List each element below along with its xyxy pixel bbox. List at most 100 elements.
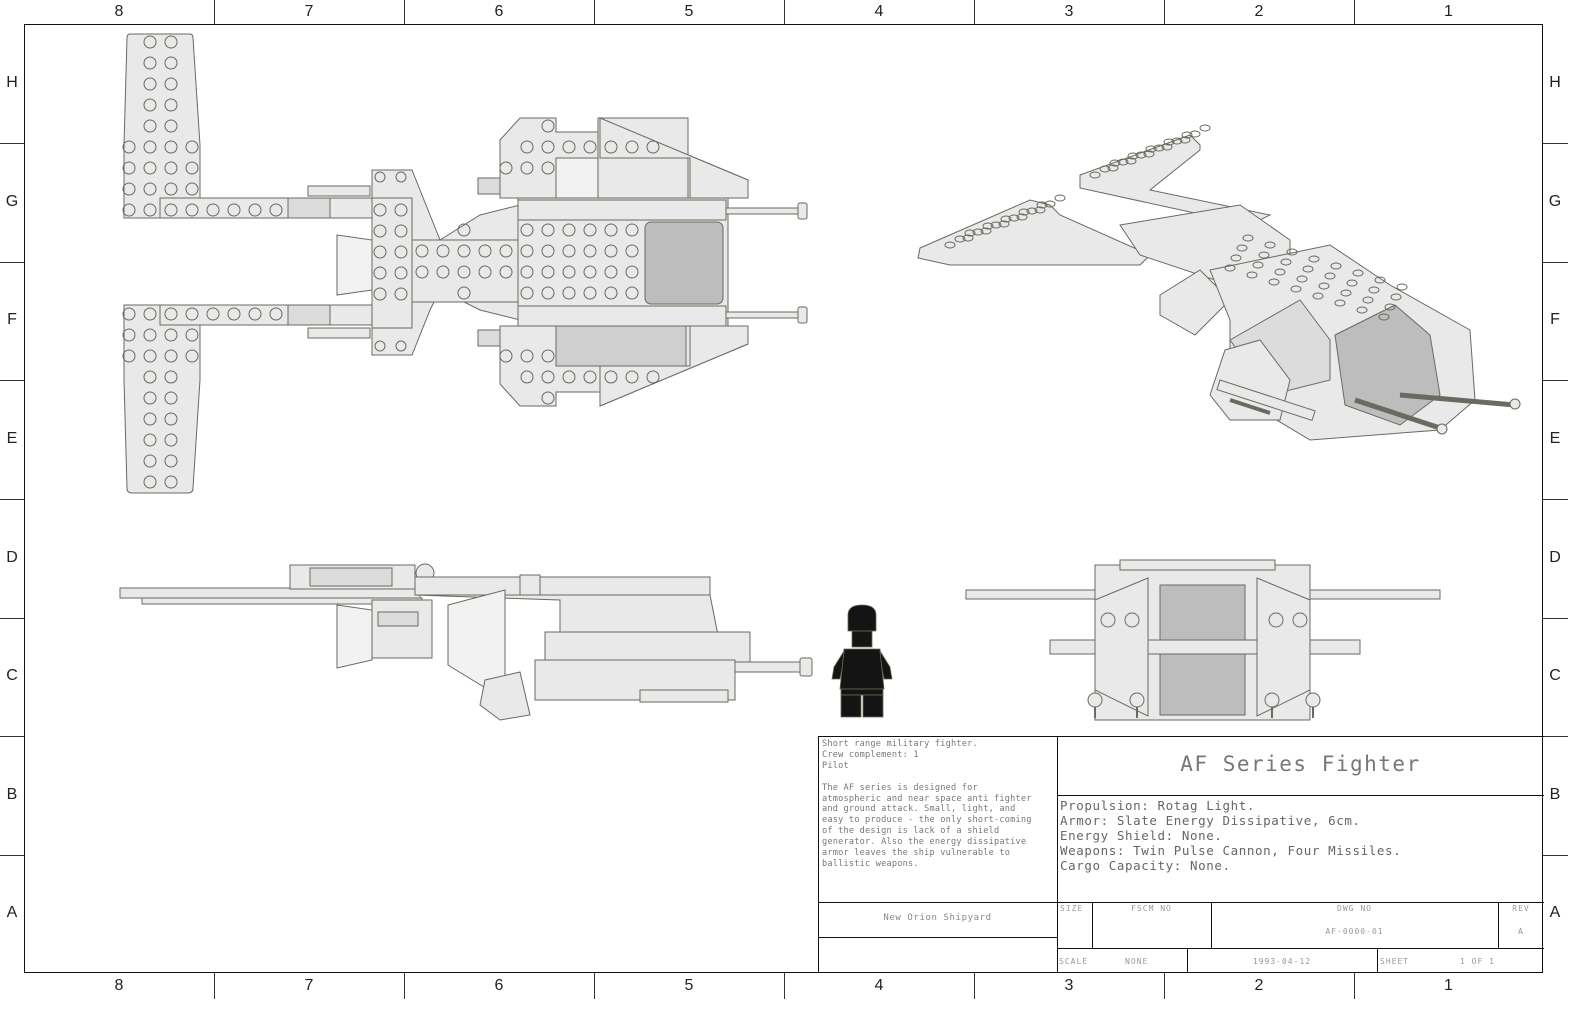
stud — [1296, 275, 1308, 283]
stud — [395, 171, 407, 183]
stud — [1274, 268, 1286, 276]
stud — [436, 265, 450, 279]
zone-tick — [784, 0, 785, 24]
stud — [604, 265, 618, 279]
stud — [1224, 264, 1236, 272]
stud — [164, 475, 178, 489]
stud — [164, 161, 178, 175]
stud — [520, 370, 534, 384]
stud — [1163, 138, 1175, 146]
stud — [541, 161, 555, 175]
stud — [143, 161, 157, 175]
stud — [583, 244, 597, 258]
zone-row-label: E — [6, 429, 18, 447]
spec-energy-shield: Energy Shield: None. — [1060, 828, 1223, 843]
zone-row-label: B — [1549, 785, 1561, 803]
stud — [562, 244, 576, 258]
stud — [604, 140, 618, 154]
stud — [143, 203, 157, 217]
zone-tick — [0, 143, 24, 144]
stud — [122, 203, 136, 217]
zone-row-label: D — [1549, 548, 1561, 566]
stud — [457, 223, 471, 237]
stud — [143, 349, 157, 363]
iso-cannon-1 — [1399, 392, 1516, 408]
iso-missile-pod — [1159, 269, 1231, 336]
stud — [1340, 289, 1352, 297]
stud — [1290, 285, 1302, 293]
zone-column-label: 1 — [1444, 977, 1453, 994]
stud — [1252, 261, 1264, 269]
stud — [625, 223, 639, 237]
stud — [1161, 143, 1173, 151]
scale-value: NONE — [1125, 957, 1149, 966]
stud — [395, 340, 407, 352]
stud — [185, 203, 199, 217]
stud — [1127, 152, 1139, 160]
rev-label: REV — [1512, 904, 1530, 913]
zone-tick — [1543, 618, 1568, 619]
stud — [227, 203, 241, 217]
stud — [1199, 124, 1211, 132]
lower-wing-plate — [123, 304, 201, 494]
dwg-no-value: AF-0000-01 — [1325, 927, 1384, 936]
zone-column-label: 7 — [304, 3, 314, 20]
stud — [541, 349, 555, 363]
stud — [457, 244, 471, 258]
stud — [1390, 293, 1402, 301]
stud — [143, 475, 157, 489]
stud — [122, 307, 136, 321]
stud — [520, 349, 534, 363]
stud — [562, 286, 576, 300]
zone-tick — [594, 0, 595, 24]
stud — [122, 349, 136, 363]
stud — [1016, 213, 1028, 221]
stud — [520, 140, 534, 154]
stud — [1264, 241, 1276, 249]
stud — [1352, 269, 1364, 277]
stud — [1054, 194, 1066, 202]
stud — [990, 221, 1002, 229]
zone-tick — [1543, 262, 1568, 263]
zone-tick — [0, 380, 24, 381]
zone-tick — [974, 0, 975, 24]
thruster-nozzle — [336, 234, 373, 296]
stud — [478, 244, 492, 258]
stud — [1230, 254, 1242, 262]
stud — [1362, 296, 1374, 304]
zone-tick — [1543, 143, 1568, 144]
zone-column-label: 2 — [1254, 3, 1264, 20]
zone-column-label: 7 — [304, 977, 314, 994]
stud — [1308, 255, 1320, 263]
zone-tick — [1354, 0, 1355, 24]
torso — [839, 648, 885, 690]
stud — [143, 98, 157, 112]
top-view-drawing — [123, 33, 808, 494]
spec-cargo: Cargo Capacity: None. — [1060, 858, 1231, 873]
stud — [248, 307, 262, 321]
stud — [520, 223, 534, 237]
stud — [164, 98, 178, 112]
zone-row-label: A — [1549, 904, 1561, 921]
stud — [143, 391, 157, 405]
stud — [541, 223, 555, 237]
stud — [1374, 276, 1386, 284]
stud — [1026, 207, 1038, 215]
zone-tick — [404, 973, 405, 999]
stud — [143, 35, 157, 49]
stud — [1242, 234, 1254, 242]
spec-list: Propulsion: Rotag Light. Armor: Slate En… — [1060, 798, 1540, 873]
stud — [541, 119, 555, 133]
stud — [541, 391, 555, 405]
stud — [1189, 130, 1201, 138]
zone-tick — [784, 973, 785, 999]
stud — [164, 391, 178, 405]
stud — [164, 140, 178, 154]
stud — [185, 328, 199, 342]
stud — [1135, 151, 1147, 159]
stud — [583, 286, 597, 300]
stud — [164, 35, 178, 49]
zone-tick — [1543, 855, 1568, 856]
